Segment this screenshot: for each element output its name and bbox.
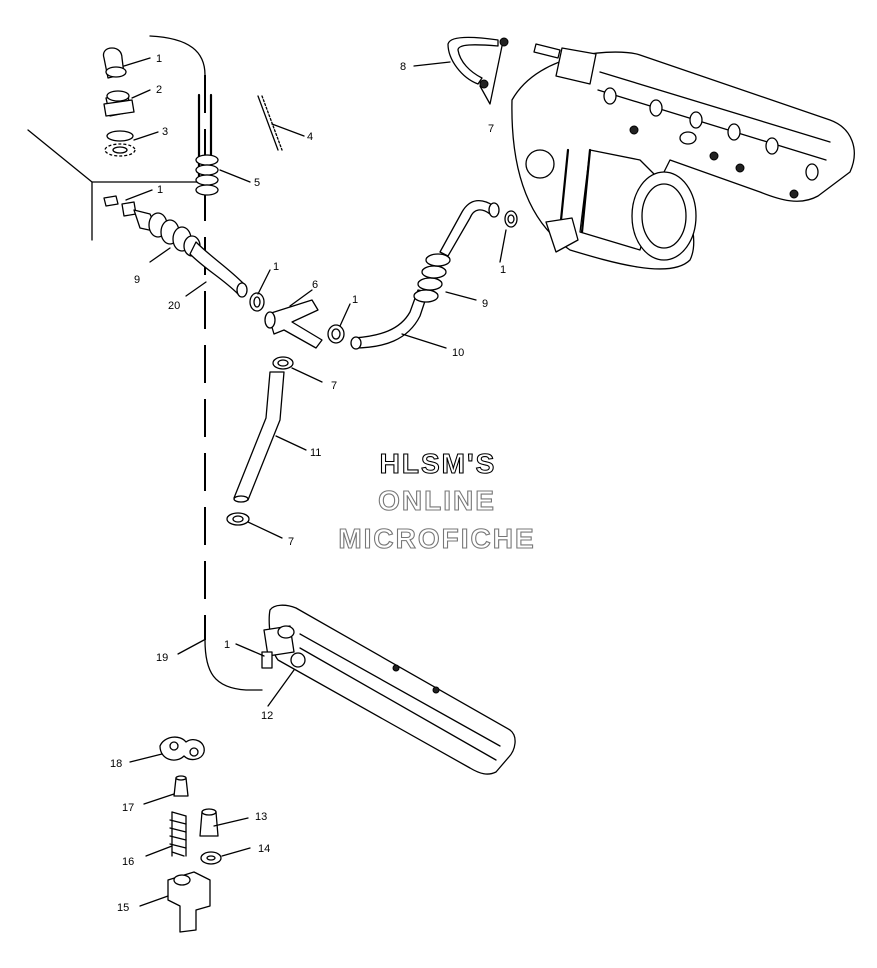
nozzle-part-17 (173, 775, 189, 797)
callout-9: 9 (134, 274, 140, 286)
watermark-line-1: HLSM'S (380, 448, 497, 479)
washer-part-14 (200, 851, 222, 865)
callout-1: 1 (273, 261, 279, 273)
bellows-part-5 (195, 154, 219, 196)
callout-3: 3 (162, 126, 168, 138)
spring-part-16 (169, 811, 187, 857)
callout-7: 7 (488, 123, 494, 135)
tee-fitting-part-6 (264, 299, 323, 349)
washer-part-7-lower (226, 512, 250, 526)
callout-12: 12 (261, 710, 273, 722)
callout-19: 19 (156, 652, 168, 664)
engine-exhaust-assembly (511, 47, 855, 270)
callout-8: 8 (400, 61, 406, 73)
callout-11: 11 (310, 447, 321, 459)
bellows-part-9-left (133, 209, 201, 257)
hull-outline (27, 129, 206, 241)
callout-16: 16 (122, 856, 134, 868)
clamp-part-1-mid (249, 292, 265, 312)
watermark-line-3: MICROFICHE (338, 523, 535, 554)
callout-17: 17 (122, 802, 134, 814)
fitting-part-13 (199, 808, 219, 837)
callout-4: 4 (307, 131, 313, 143)
callout-5: 5 (254, 177, 260, 189)
fitting-part-2 (103, 90, 135, 117)
callout-1: 1 (224, 639, 230, 651)
clamp-part-1-engine (504, 210, 518, 228)
clamp-part-1-right-tee (327, 324, 345, 344)
callout-20: 20 (168, 300, 180, 312)
callout-labels: 1 2 3 4 5 1 9 20 1 6 1 8 7 1 9 10 7 11 7… (110, 53, 506, 914)
strap-part-4 (257, 95, 283, 151)
watermark: HLSM'S ONLINE MICROFICHE (338, 447, 535, 554)
callout-9: 9 (482, 298, 488, 310)
washer-part-7-upper (272, 356, 294, 370)
callout-15: 15 (117, 902, 129, 914)
callout-1: 1 (157, 184, 163, 196)
callout-1: 1 (500, 264, 506, 276)
bellows-part-9-right (413, 253, 451, 303)
callout-6: 6 (312, 279, 318, 291)
callout-13: 13 (255, 811, 267, 823)
clamp-part-1-top (102, 47, 127, 79)
callout-14: 14 (258, 843, 270, 855)
hose-part-20 (189, 241, 248, 298)
callout-18: 18 (110, 758, 122, 770)
callout-1: 1 (156, 53, 162, 65)
watermark-line-2: ONLINE (378, 485, 496, 516)
hose-part-11 (233, 371, 285, 503)
hose-to-engine (439, 200, 500, 257)
callout-7: 7 (331, 380, 337, 392)
oil-rail-assembly (261, 604, 516, 775)
hose-part-8 (447, 36, 561, 89)
callout-10: 10 (452, 347, 464, 359)
leader-lines (123, 45, 507, 907)
callout-7: 7 (288, 536, 294, 548)
callout-1: 1 (352, 294, 358, 306)
lock-washer-part-3 (104, 130, 136, 157)
gasket-part-18 (159, 736, 205, 761)
pump-body-part-15 (167, 871, 211, 933)
callout-2: 2 (156, 84, 162, 96)
clamp-part-1-left (103, 195, 137, 217)
